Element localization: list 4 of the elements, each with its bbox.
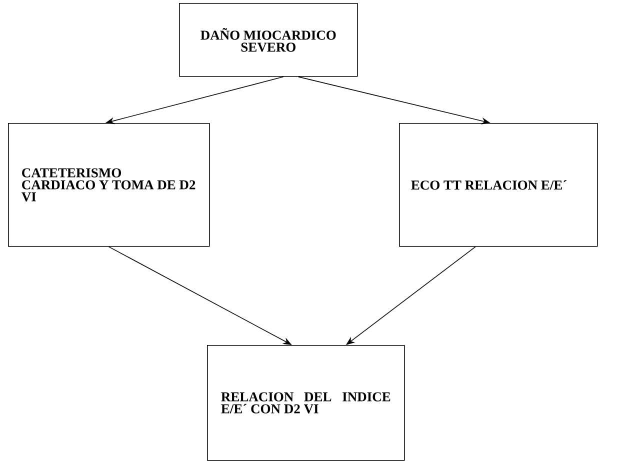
process-box: ECO TT RELACION E/E´ [399, 123, 598, 247]
process-box: DAÑO MIOCARDICO SEVERO [179, 3, 358, 77]
process-box: CATETERISMO CARDIACO Y TOMA DE D2 VI [8, 123, 210, 247]
process-box: RELACION DEL INDICE E/E´ CON D2 VI [207, 345, 405, 461]
